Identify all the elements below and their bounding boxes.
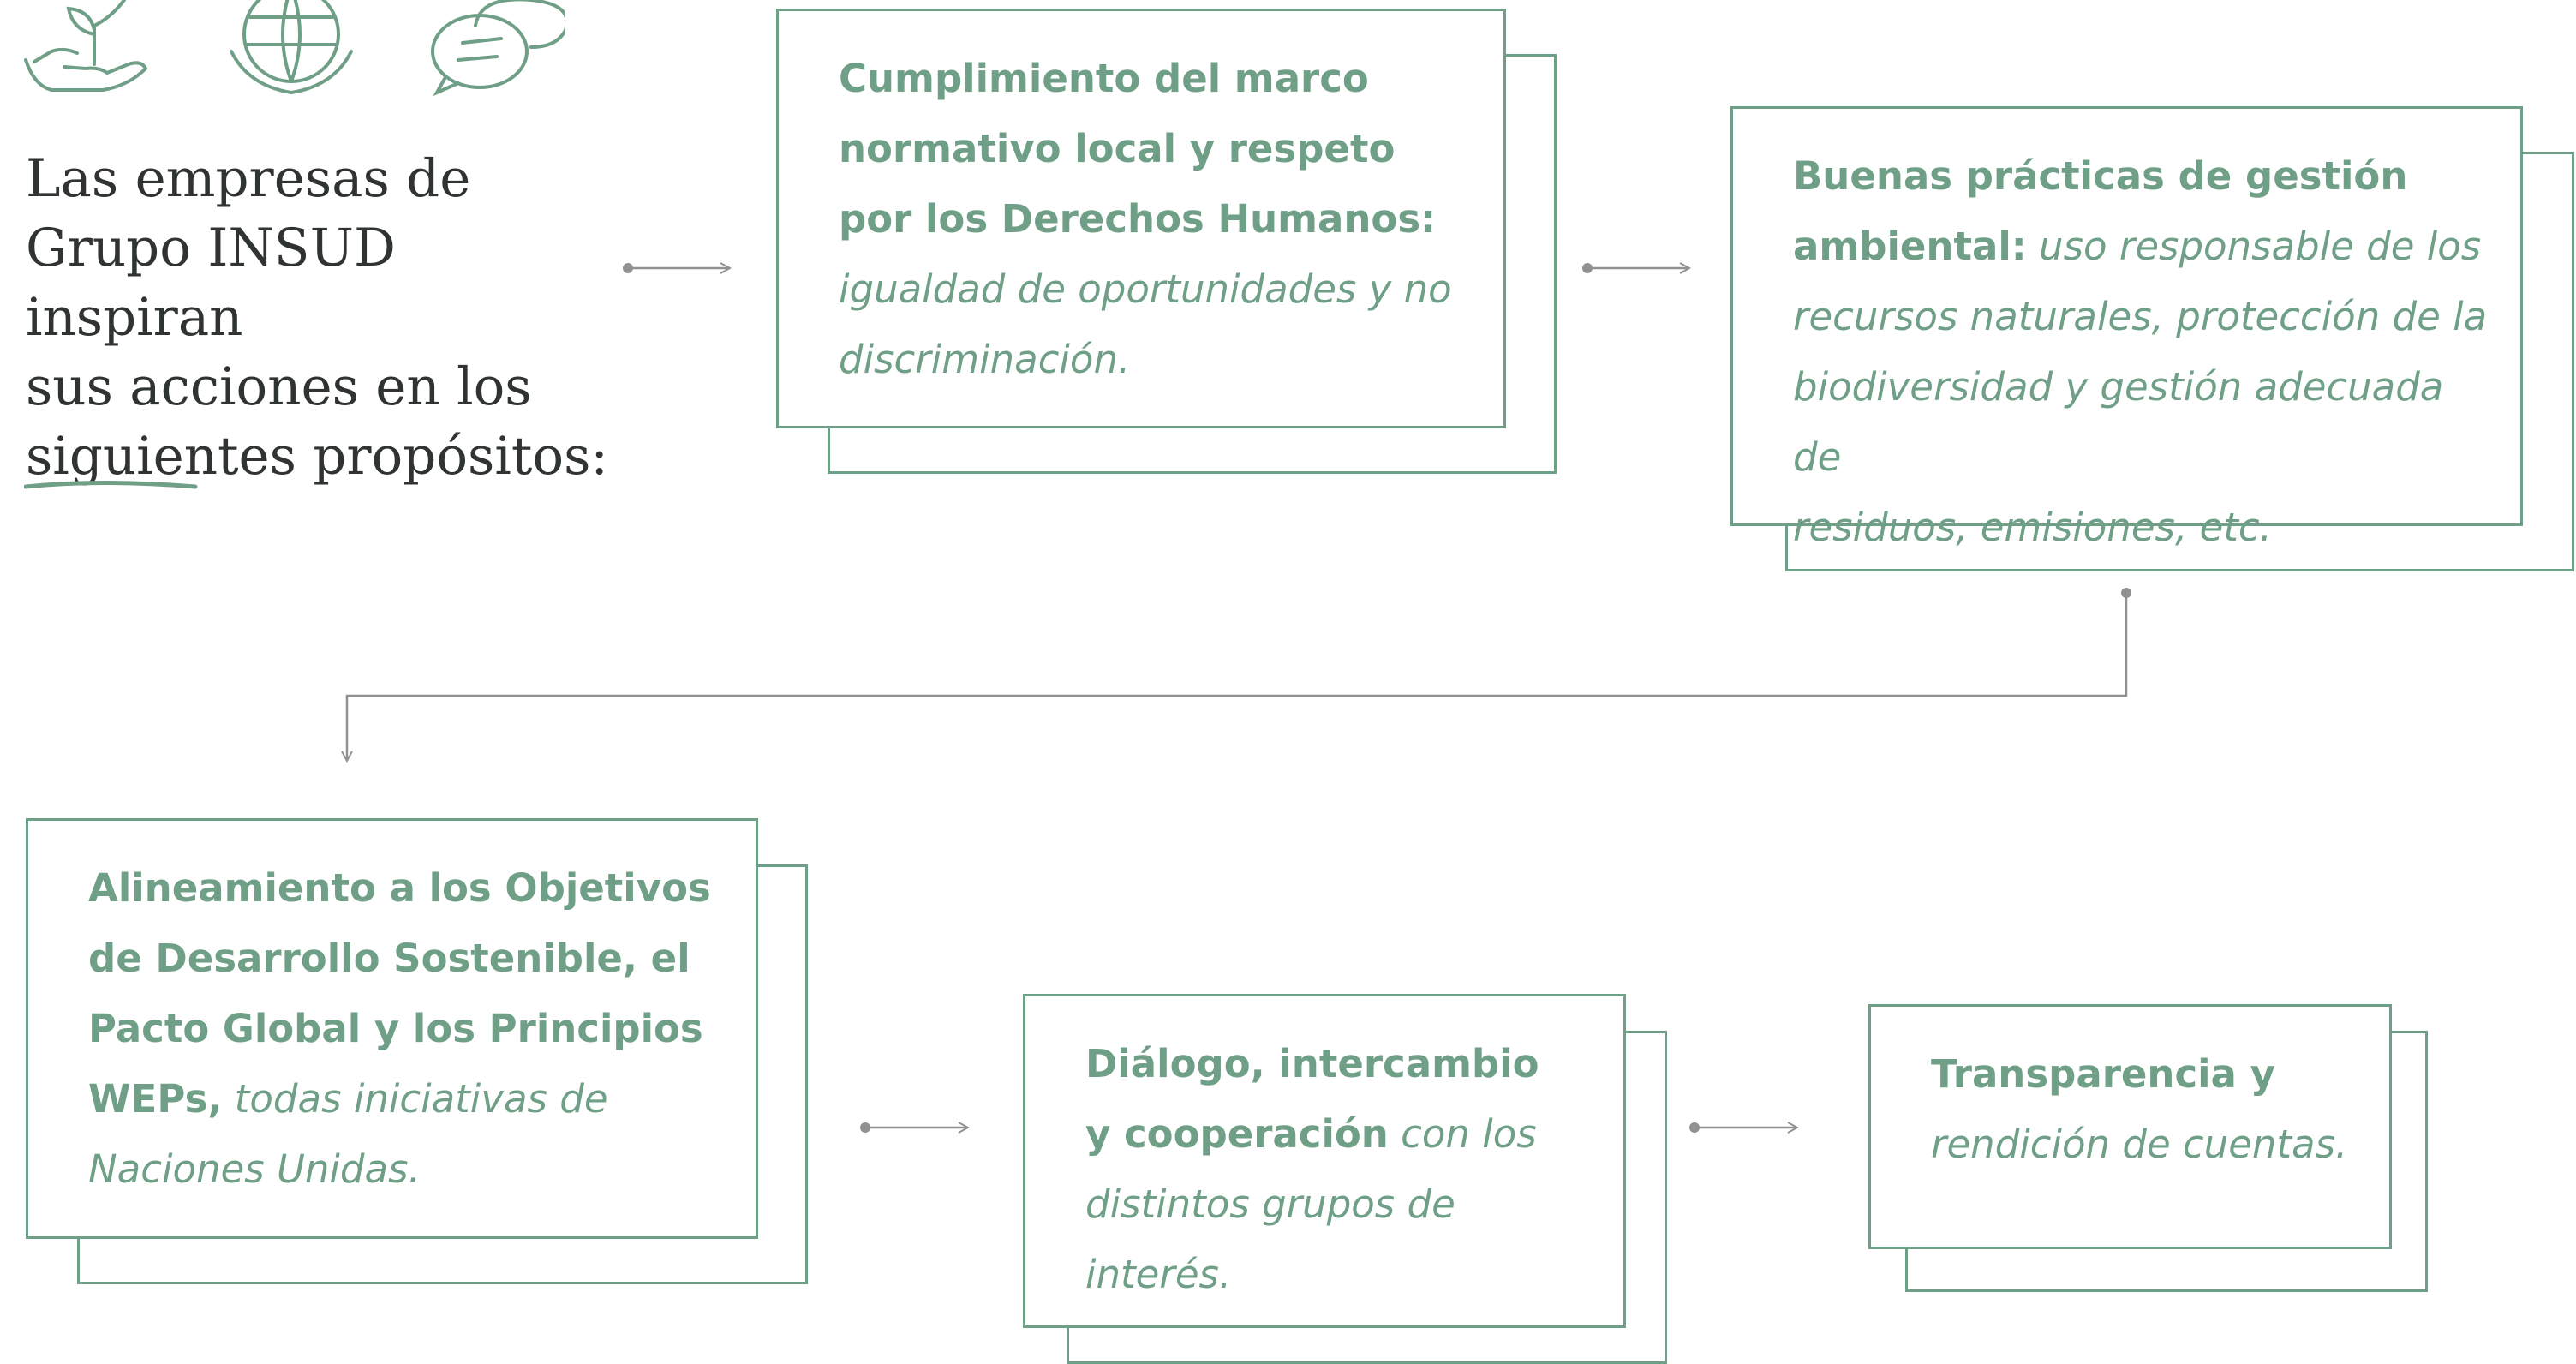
arrow-intro-to-purpose-1 <box>623 263 730 273</box>
globe-hands-icon <box>230 0 353 95</box>
purpose-2-detail: uso responsable de los recursos naturale… <box>1793 224 2488 550</box>
speech-bubbles-icon <box>431 0 565 97</box>
intro-text: Las empresas de Grupo INSUD inspiran sus… <box>26 148 608 487</box>
purpose-2-title: Buenas prácticas de gestión ambiental: <box>1793 153 2408 269</box>
purpose-3-text: Alineamiento a los Objetivos de Desarrol… <box>88 853 730 1205</box>
purpose-5-detail: rendición de cuentas. <box>1931 1122 2348 1167</box>
purpose-5-text: Transparencia y rendición de cuentas. <box>1931 1039 2364 1180</box>
arrow-purpose-3-to-purpose-4 <box>860 1122 968 1133</box>
arrow-purpose-2-to-purpose-3 <box>347 588 2131 761</box>
hand-plant-icon <box>24 0 148 92</box>
purpose-2-box: Buenas prácticas de gestión ambiental: u… <box>1730 106 2523 550</box>
purpose-1-text: Cumplimiento del marco normativo local y… <box>839 44 1478 395</box>
purpose-3-title: Alineamiento a los Objetivos de Desarrol… <box>88 865 711 1122</box>
purpose-4-detail: con los distintos grupos de interés. <box>1085 1111 1537 1297</box>
purpose-4-text: Diálogo, intercambio y cooperación con l… <box>1085 1029 1598 1310</box>
purpose-3-detail: todas iniciativas de Naciones Unidas. <box>88 1076 608 1192</box>
icon-row <box>24 0 565 97</box>
arrow-purpose-1-to-purpose-2 <box>1582 263 1689 273</box>
purpose-4-title: Diálogo, intercambio y cooperación <box>1085 1041 1539 1157</box>
intro-underline <box>24 481 198 489</box>
purpose-5-title: Transparencia y <box>1931 1051 2275 1097</box>
arrow-purpose-4-to-purpose-5 <box>1689 1122 1797 1133</box>
purpose-5-box: Transparencia y rendición de cuentas. <box>1868 1004 2392 1249</box>
purpose-1-title: Cumplimiento del marco normativo local y… <box>839 56 1437 242</box>
purpose-1-box: Cumplimiento del marco normativo local y… <box>776 9 1506 428</box>
purpose-4-box: Diálogo, intercambio y cooperación con l… <box>1023 994 1626 1328</box>
purpose-1-detail: igualdad de oportunidades y no discrimin… <box>839 266 1452 382</box>
purpose-2-text: Buenas prácticas de gestión ambiental: u… <box>1793 141 2495 563</box>
purpose-3-box: Alineamiento a los Objetivos de Desarrol… <box>26 818 758 1239</box>
